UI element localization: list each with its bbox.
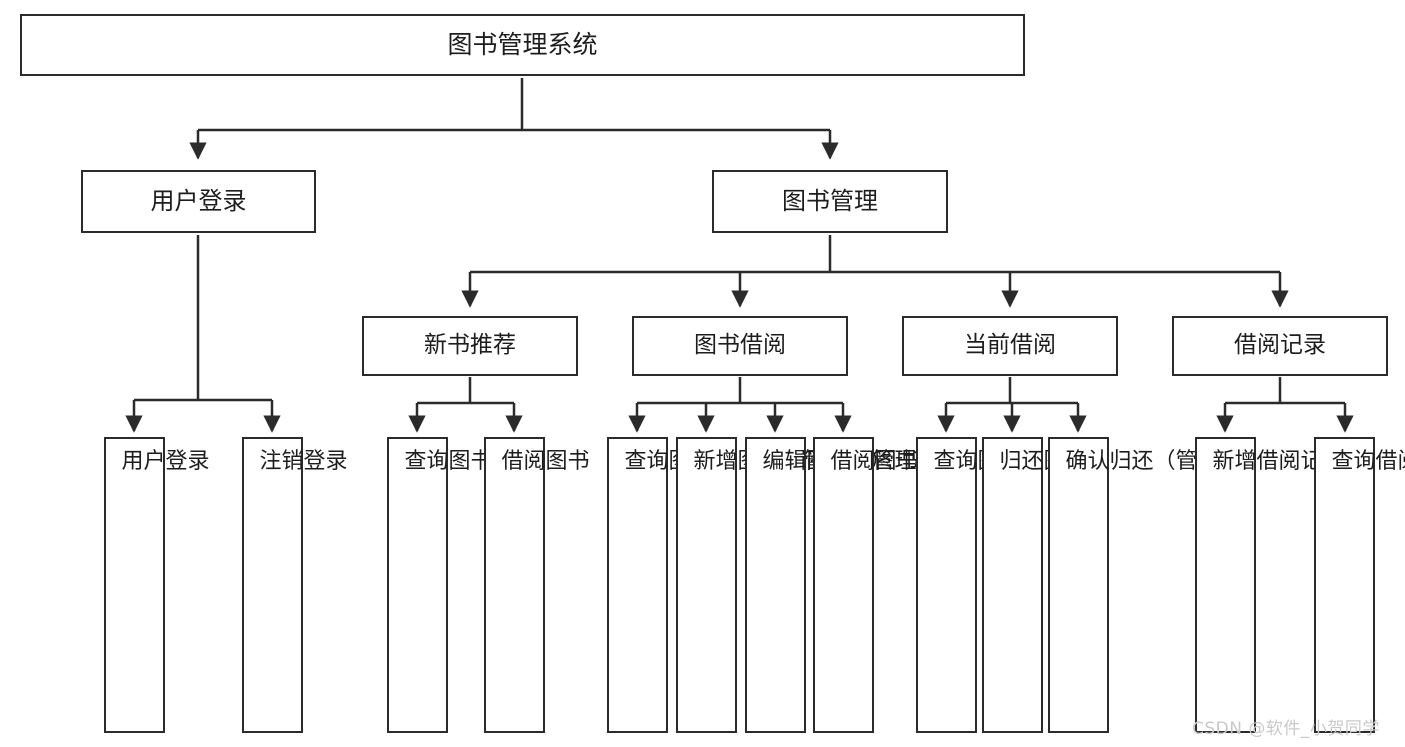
leaf-query-book-2[interactable]: 查询图书	[607, 437, 713, 733]
leaf-return-book[interactable]: 归还图书	[982, 437, 1088, 733]
leaf-query-record[interactable]: 查询借阅记录	[1314, 437, 1405, 733]
leaf-user-login-label: 用户登录	[121, 449, 210, 474]
leaf-add-record[interactable]: 新增借阅记录	[1195, 437, 1345, 733]
node-new-book-recommend[interactable]: 新书推荐	[362, 316, 578, 376]
node-borrow-record-label: 借阅记录	[1234, 332, 1326, 359]
leaf-logout[interactable]: 注销登录	[242, 437, 348, 733]
leaf-borrow-book-1-label: 借阅图书	[501, 449, 590, 474]
node-current-borrow[interactable]: 当前借阅	[902, 316, 1118, 376]
leaf-borrow-book-1[interactable]: 借阅图书	[484, 437, 590, 733]
node-book-manage[interactable]: 图书管理	[712, 170, 948, 233]
node-root[interactable]: 图书管理系统	[20, 14, 1025, 76]
leaf-edit-book[interactable]: 编辑图书（管理员）	[745, 437, 961, 733]
leaf-confirm-return-label: 确认归还（管理员）	[1065, 449, 1264, 474]
node-book-manage-label: 图书管理	[782, 187, 878, 216]
node-new-book-recommend-label: 新书推荐	[424, 332, 516, 359]
leaf-borrow-book-2[interactable]: 借阅图书	[813, 437, 919, 733]
leaf-add-book-label: 新增图书（管理员）	[694, 449, 892, 476]
leaf-add-book[interactable]: 新增图书（管理员）	[676, 437, 892, 733]
csdn-watermark: CSDN @软件_小贺同学	[1192, 719, 1380, 739]
leaf-query-book-3[interactable]: 查询图书	[916, 437, 1022, 733]
node-user-login[interactable]: 用户登录	[81, 170, 316, 233]
leaf-query-book-3-label: 查询图书	[933, 449, 1022, 474]
node-root-label: 图书管理系统	[447, 30, 598, 59]
leaf-return-book-label: 归还图书	[999, 449, 1088, 474]
leaf-edit-book-label: 编辑图书（管理员）	[763, 449, 961, 476]
leaf-query-book-2-label: 查询图书	[624, 449, 713, 474]
node-book-borrow[interactable]: 图书借阅	[632, 316, 848, 376]
leaf-borrow-book-2-label: 借阅图书	[830, 449, 919, 474]
leaf-query-book-1[interactable]: 查询图书	[387, 437, 493, 733]
leaf-user-login[interactable]: 用户登录	[104, 437, 210, 733]
leaf-logout-label: 注销登录	[259, 449, 348, 474]
leaf-add-record-label: 新增借阅记录	[1212, 449, 1345, 474]
leaf-query-book-1-label: 查询图书	[404, 449, 493, 474]
leaf-confirm-return[interactable]: 确认归还（管理员）	[1048, 437, 1264, 733]
node-current-borrow-label: 当前借阅	[964, 332, 1056, 359]
node-book-borrow-label: 图书借阅	[694, 332, 786, 359]
leaf-query-record-label: 查询借阅记录	[1331, 449, 1405, 474]
node-borrow-record[interactable]: 借阅记录	[1172, 316, 1388, 376]
node-user-login-label: 用户登录	[150, 187, 247, 216]
